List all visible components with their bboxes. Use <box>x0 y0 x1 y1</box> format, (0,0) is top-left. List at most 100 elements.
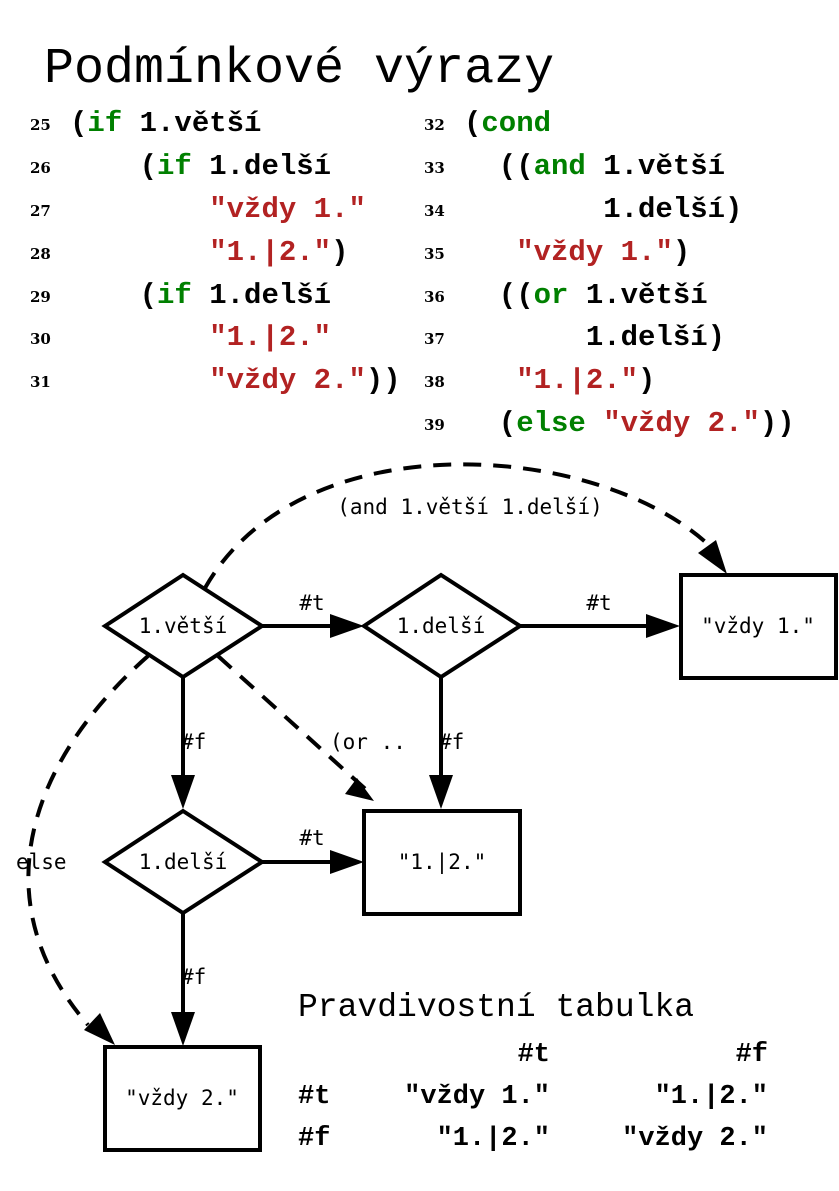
edge-label-d1-d2: #t <box>299 591 324 615</box>
edge-label-d3-r3: #f <box>181 965 206 989</box>
code-token: ( <box>70 149 158 183</box>
line-number: 28 <box>30 244 51 263</box>
code-line: 39 (else "vždy 2.")) <box>424 404 839 447</box>
code-line: 35 "vždy 1.") <box>424 233 839 276</box>
code-token: ) <box>638 364 656 398</box>
truth-table-header-cell: #t <box>517 1040 550 1070</box>
code-string: "1.|2." <box>209 235 332 269</box>
else-edge-arrowhead <box>84 1013 115 1045</box>
code-string: "vždy 1." <box>209 192 366 226</box>
code-token: )) <box>365 364 401 398</box>
edge-label-d2-r2: #f <box>439 730 464 754</box>
code-token: ( <box>464 107 482 140</box>
truth-table-cell: "1.|2." <box>654 1082 768 1112</box>
node-r3-label: "vždy 2." <box>125 1086 239 1110</box>
line-number: 27 <box>30 201 51 220</box>
node-r3-box <box>103 1045 262 1152</box>
code-token: ) <box>672 235 691 269</box>
page-title: Podmínkové výrazy <box>44 41 555 98</box>
code-text: "1.|2.") <box>464 361 655 401</box>
code-token: 1.větší <box>585 149 726 183</box>
or-edge-arrowhead <box>345 778 374 801</box>
code-text: "1.|2." <box>70 318 331 358</box>
code-token: ) <box>331 235 349 269</box>
code-token: ( <box>70 107 88 140</box>
code-token: (( <box>464 278 534 312</box>
line-number: 30 <box>30 330 51 349</box>
code-text: "vždy 1." <box>70 190 366 230</box>
edge-d3-r3-arrowhead <box>171 1012 195 1046</box>
code-keyword: or <box>533 278 569 312</box>
edge-d2-r1-arrowhead <box>646 614 680 638</box>
code-line: 33 ((and 1.větší <box>424 147 839 190</box>
code-keyword: if <box>87 107 123 140</box>
code-text: "vždy 1.") <box>464 233 690 273</box>
code-string: "1.|2." <box>516 364 639 398</box>
code-line: 36 ((or 1.větší <box>424 276 839 319</box>
code-text: 1.delší) <box>464 190 742 230</box>
code-token: 1.delší) <box>464 192 743 226</box>
code-text: (if 1.delší <box>70 276 331 316</box>
code-text: (cond <box>464 104 551 144</box>
edge-label-or: (or .. <box>330 730 406 754</box>
code-line: 29 (if 1.delší <box>30 276 430 319</box>
line-number: 35 <box>424 244 445 263</box>
code-keyword: and <box>533 149 586 183</box>
code-token: )) <box>759 407 795 441</box>
code-string: "1.|2." <box>209 321 332 355</box>
code-text: ((and 1.větší <box>464 147 725 187</box>
node-r1-label: "vždy 1." <box>701 614 815 638</box>
code-token: 1.větší <box>122 107 262 140</box>
node-d2-label: 1.delší <box>397 614 486 638</box>
code-keyword: cond <box>481 107 552 140</box>
edge-d1-d2-arrowhead <box>330 614 364 638</box>
node-r2-box <box>362 809 522 916</box>
node-r1-box <box>679 573 838 680</box>
line-number: 25 <box>30 116 51 134</box>
edge-label-d1-d3: #f <box>181 730 206 754</box>
code-string: "vždy 2." <box>209 364 366 398</box>
code-string: "vždy 1." <box>516 235 673 269</box>
edge-d1-d3-arrowhead <box>171 775 195 809</box>
code-text: (if 1.větší <box>70 104 261 144</box>
line-number: 26 <box>30 158 51 177</box>
code-line: 37 1.delší) <box>424 318 839 361</box>
edge-d2-r2-arrowhead <box>429 775 453 809</box>
code-token: 1.delší <box>191 149 332 183</box>
code-line: 32(cond <box>424 104 839 147</box>
code-line: 25 (if 1.větší <box>30 104 430 147</box>
code-text: (if 1.delší <box>70 147 331 187</box>
code-line: 34 1.delší) <box>424 190 839 233</box>
line-number: 38 <box>424 373 445 392</box>
code-token: (( <box>464 149 534 183</box>
code-line: 30 "1.|2." <box>30 318 430 361</box>
code-token: 1.větší <box>568 278 708 312</box>
code-line: 38 "1.|2.") <box>424 361 839 404</box>
else-edge <box>26 654 150 1027</box>
edge-label-d2-r1: #t <box>586 591 611 615</box>
line-number: 33 <box>424 158 445 177</box>
edge-d3-r2-arrowhead <box>330 850 364 874</box>
line-number: 34 <box>424 201 445 220</box>
node-r2-label: "1.|2." <box>398 850 487 875</box>
line-number: 39 <box>424 416 445 435</box>
line-number: 37 <box>424 330 445 349</box>
code-token: 1.delší) <box>464 321 726 355</box>
edge-label-else: else <box>16 850 67 874</box>
code-token: 1.delší <box>191 278 332 312</box>
node-d3-label: 1.delší <box>139 850 228 874</box>
code-line: 31 "vždy 2.")) <box>30 361 430 404</box>
code-keyword: if <box>157 278 192 312</box>
code-text: (else "vždy 2.")) <box>464 404 795 444</box>
edge-label-d3-r2: #t <box>299 826 324 850</box>
node-d3-diamond <box>101 808 266 916</box>
truth-table-title: Pravdivostní tabulka <box>298 989 695 1026</box>
code-text: "vždy 2.")) <box>70 361 401 401</box>
node-d2-diamond <box>360 572 524 680</box>
truth-table-row-header: #t <box>298 1082 331 1112</box>
truth-table-header-cell: #f <box>735 1040 768 1070</box>
and-edge-arrowhead <box>698 540 727 574</box>
